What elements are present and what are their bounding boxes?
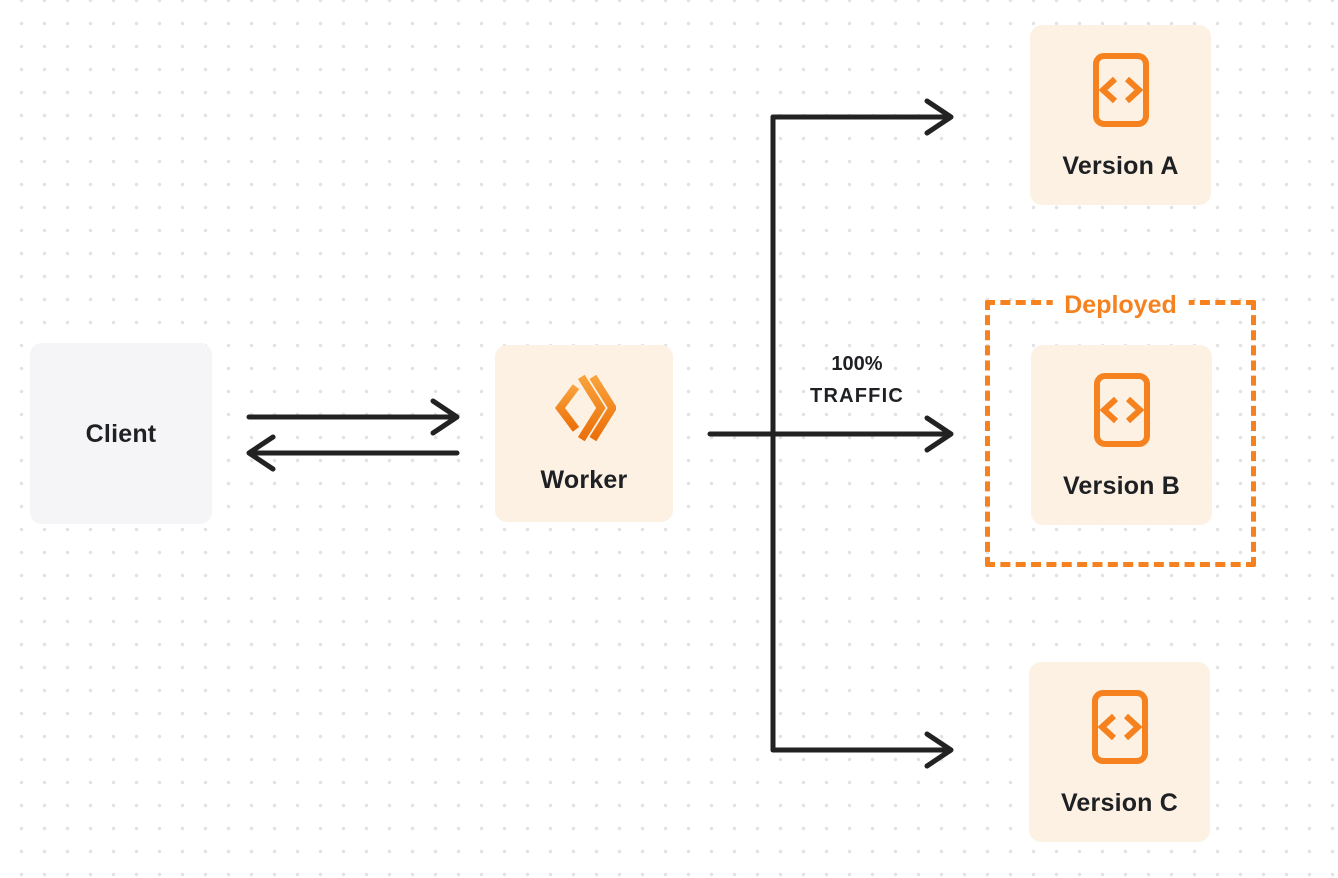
node-worker: Worker: [495, 345, 673, 522]
version-c-label: Version C: [1060, 789, 1179, 817]
arrow-trunk-to-version-a: [770, 98, 954, 136]
client-label: Client: [85, 419, 157, 448]
deployed-label: Deployed: [1052, 289, 1189, 321]
deployed-boundary: Deployed: [985, 289, 1256, 567]
arrow-worker-to-client: [246, 434, 460, 472]
traffic-caption: TRAFFIC: [810, 385, 904, 407]
code-file-icon: [1091, 690, 1148, 764]
node-version-c: Version C: [1029, 662, 1210, 842]
code-file-icon: [1092, 53, 1149, 127]
worker-label: Worker: [540, 466, 628, 494]
node-version-b: Version B: [1031, 345, 1212, 525]
traffic-percent: 100%: [831, 353, 883, 375]
node-client: Client: [30, 343, 212, 524]
node-version-a: Version A: [1030, 25, 1211, 205]
version-a-label: Version A: [1062, 152, 1179, 180]
arrow-trunk-to-version-c: [770, 731, 954, 769]
arrow-client-to-worker: [246, 398, 460, 436]
workers-logo-icon: [555, 374, 616, 442]
code-file-icon: [1093, 373, 1150, 447]
traffic-label: 100% TRAFFIC: [762, 348, 952, 412]
version-b-label: Version B: [1062, 472, 1181, 500]
arrow-worker-to-version-b: [707, 415, 954, 453]
